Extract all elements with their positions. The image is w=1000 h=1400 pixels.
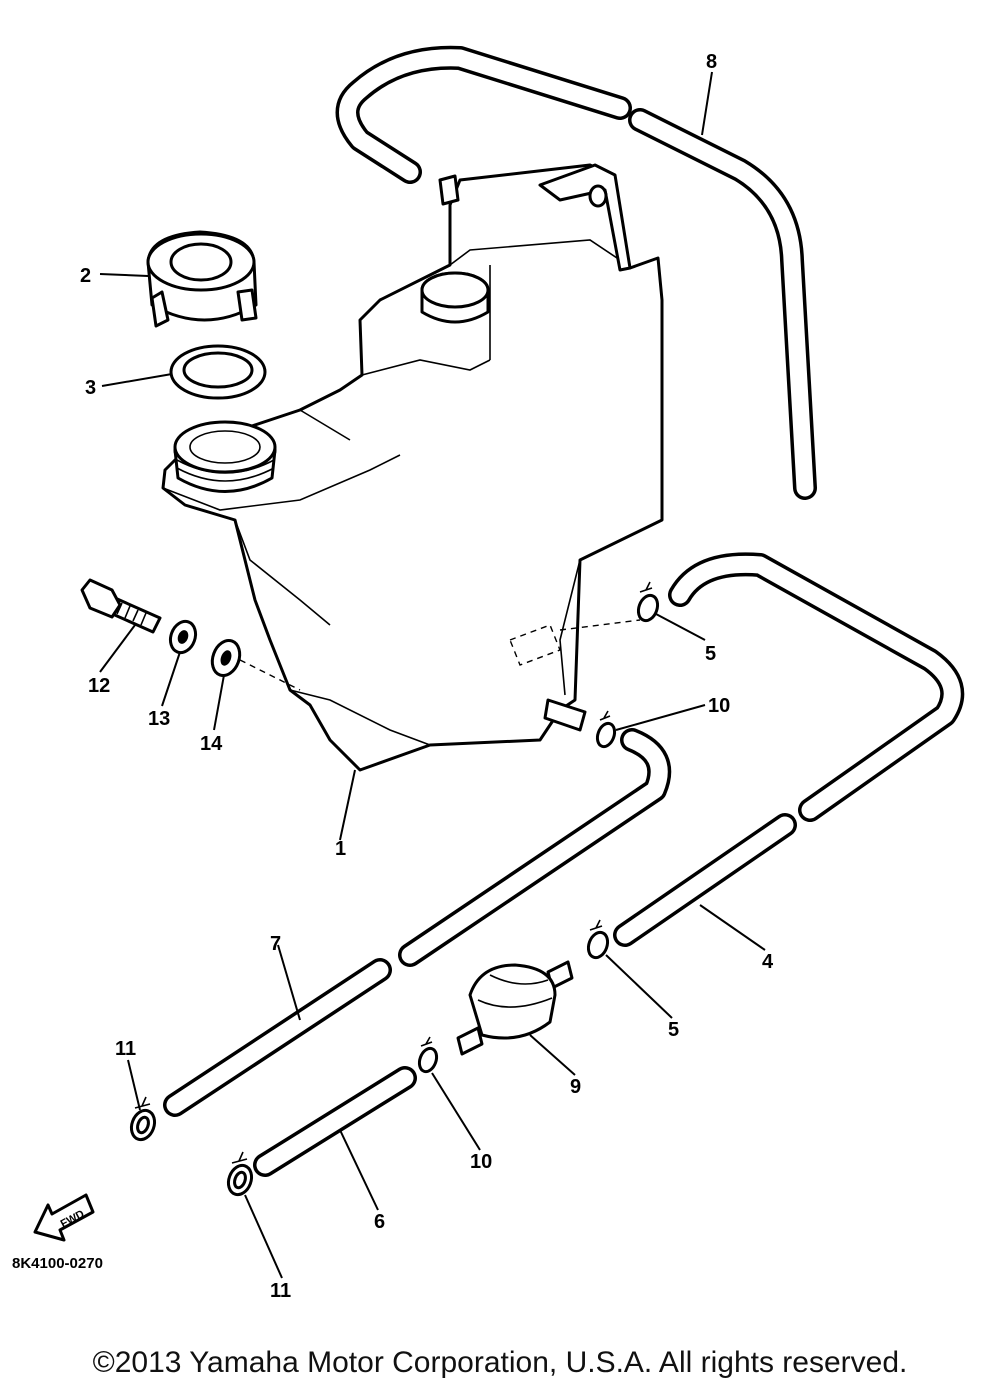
callout-2: 2 — [80, 265, 91, 287]
washer-14 — [210, 639, 242, 677]
callout-numbers: 1 2 3 4 5 5 6 7 8 9 10 10 11 11 12 13 14 — [80, 51, 774, 1302]
clamp-10-lower — [417, 1036, 439, 1074]
callout-1: 1 — [335, 838, 346, 860]
drawing-code: 8K4100-0270 — [12, 1255, 103, 1272]
clamp-11-upper — [129, 1096, 157, 1142]
bolt-12 — [80, 578, 162, 634]
callout-12: 12 — [88, 675, 110, 697]
cap-gasket-3 — [169, 344, 267, 400]
exploded-parts-diagram: FWD 1 2 3 4 5 5 6 7 8 9 10 10 11 11 — [12, 45, 965, 1302]
callout-7: 7 — [270, 933, 281, 955]
reservoir-cap-2 — [146, 230, 258, 328]
hose-4 — [613, 552, 965, 947]
callout-leader-lines — [99, 71, 766, 1279]
copyright-notice: ©2013 Yamaha Motor Corporation, U.S.A. A… — [92, 1346, 908, 1379]
clamp-5-upper — [636, 581, 660, 623]
callout-9: 9 — [570, 1076, 581, 1098]
callout-5-lower: 5 — [668, 1019, 679, 1041]
coolant-reservoir-tank-1 — [161, 163, 664, 772]
callout-10-upper: 10 — [708, 695, 730, 717]
clamp-11-lower — [226, 1151, 254, 1197]
callout-13: 13 — [148, 708, 170, 730]
callout-8: 8 — [706, 51, 717, 73]
washer-13 — [168, 619, 198, 655]
callout-3: 3 — [85, 377, 96, 399]
callout-5-upper: 5 — [705, 643, 716, 665]
callout-11-upper: 11 — [115, 1038, 136, 1060]
callout-10-lower: 10 — [470, 1151, 492, 1173]
clamp-10-upper — [595, 710, 617, 749]
hose-7 — [163, 728, 672, 1117]
clamp-5-lower — [586, 919, 610, 960]
hose-6 — [253, 1066, 417, 1177]
filter-9 — [456, 960, 574, 1056]
hose-8 — [335, 45, 817, 500]
callout-6: 6 — [374, 1211, 385, 1233]
callout-4: 4 — [762, 951, 774, 973]
callout-11-lower: 11 — [270, 1280, 291, 1302]
forward-direction-arrow: FWD — [33, 1193, 95, 1242]
callout-14: 14 — [200, 733, 223, 755]
